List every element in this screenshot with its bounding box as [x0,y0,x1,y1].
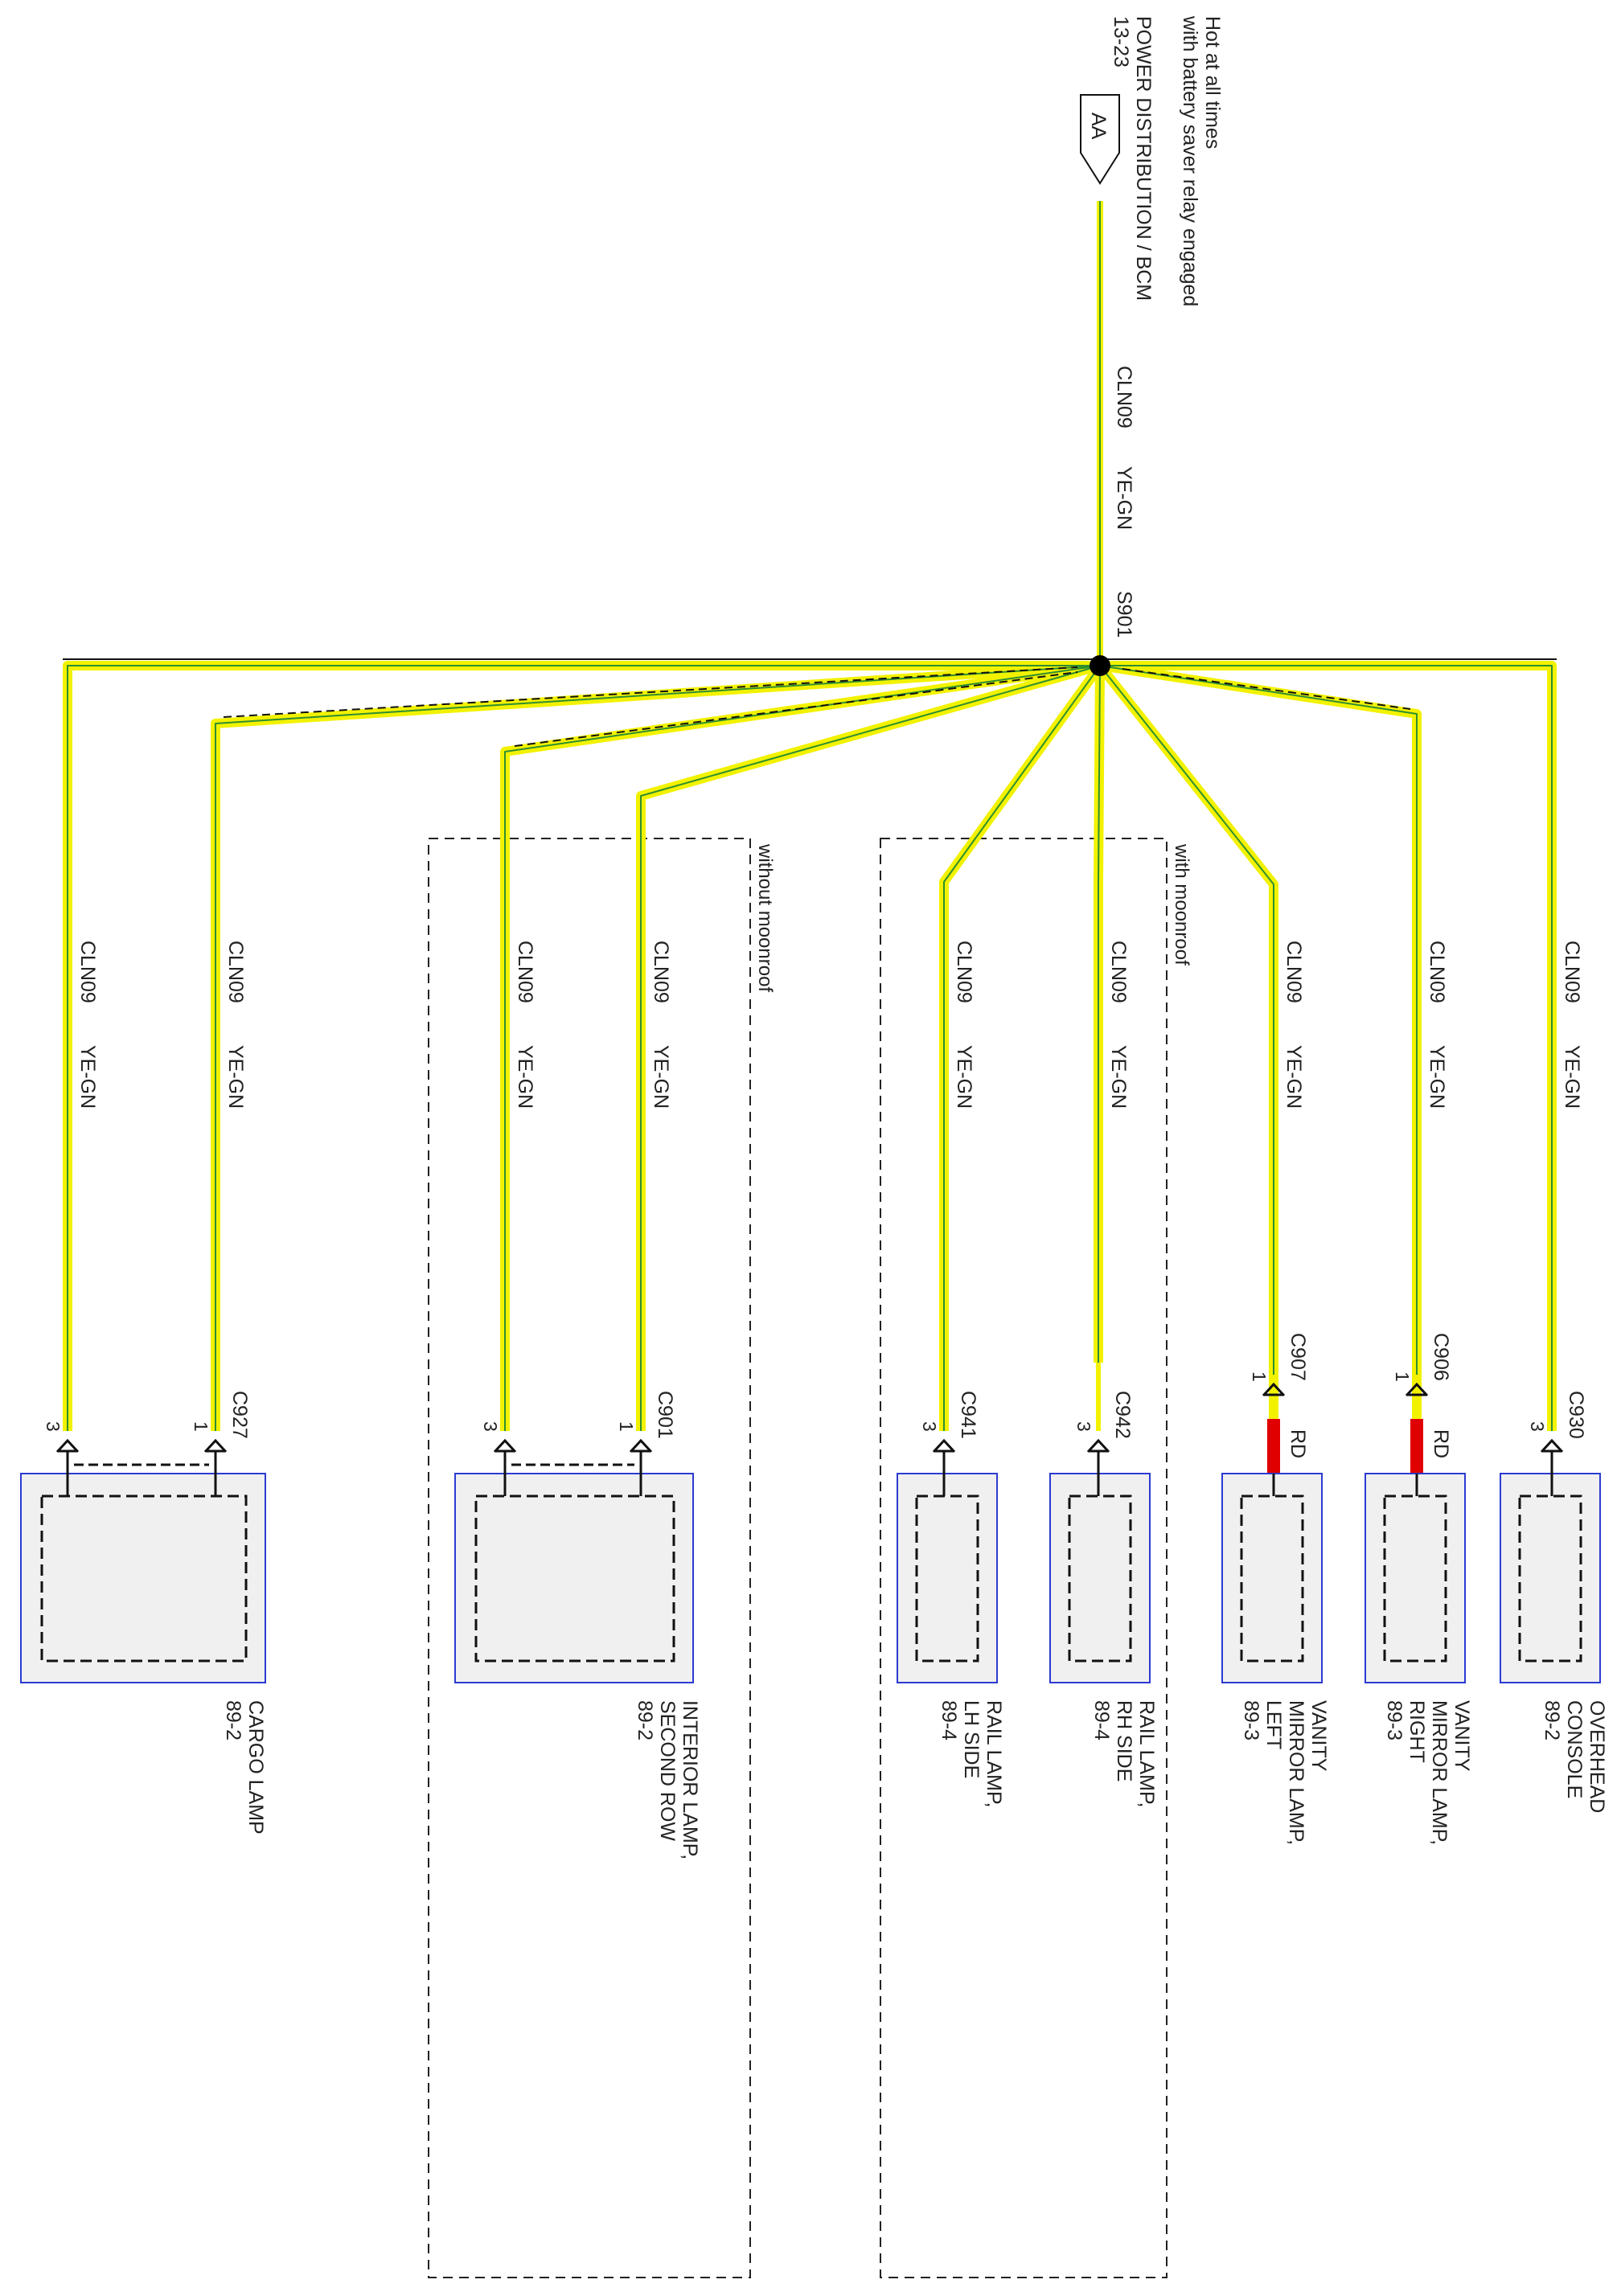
connector-c942-pin: 3 [1073,1421,1094,1432]
branch-vanity-right-circuit: CLN09 [1426,941,1448,1003]
component-rail-rh-name-1: RAIL LAMP, [1135,1700,1158,1807]
connector-c907-label: C907 [1287,1333,1309,1381]
connector-c901-pin-b: 1 [616,1421,637,1432]
zone-without-moonroof [428,838,751,2278]
branch-cargo-outer-circuit: CLN09 [76,941,99,1003]
component-rail-lh-page: 89-4 [938,1700,960,1740]
source-note-line1: Hot at all times [1201,16,1224,149]
connector-c907-wire-color: RD [1287,1429,1309,1458]
wire-red-c906 [1410,1419,1423,1474]
connector-c942-label: C942 [1111,1391,1134,1439]
c930-pin3-arrow-icon [1540,1439,1564,1453]
c942-pin3-arrow-icon [1086,1439,1110,1453]
component-rail-rh-page: 89-4 [1090,1700,1113,1740]
c941-pin3-arrow-icon [932,1439,956,1453]
wire-interior-inner [636,661,1102,1431]
component-rail-lh-name-2: LH SIDE [960,1700,983,1778]
component-vanity-lamp-left [1221,1473,1323,1683]
branch-vanity-left-color: YE-GN [1282,1045,1305,1109]
branch-rail-rh-circuit: CLN09 [1107,941,1130,1003]
component-overhead-name-1: OVERHEAD [1586,1700,1608,1813]
branch-rail-lh-circuit: CLN09 [953,941,975,1003]
connector-c927-label: C927 [228,1391,251,1439]
branch-interior-inner-circuit: CLN09 [650,941,672,1003]
component-vanity-left-name-3: LEFT [1262,1700,1285,1749]
component-vanity-lamp-right [1365,1473,1466,1683]
component-interior-lamp [454,1452,694,1683]
component-vanity-left-name-1: VANITY [1307,1700,1330,1772]
source-connector: AA [1080,94,1120,185]
branch-cargo-inner-circuit: CLN09 [224,941,247,1003]
wire-vanity-left [1096,662,1278,1375]
branch-cargo-inner-color: YE-GN [224,1045,247,1109]
c927-pin3-arrow-icon [55,1439,80,1453]
wire-vanity-right [1099,661,1422,1375]
branch-rail-rh-color: YE-GN [1107,1045,1130,1109]
zone-with-moonroof [880,838,1168,2278]
wire-overhead [1100,661,1557,1431]
c901-pin3-arrow-icon [493,1439,517,1453]
component-overhead-console [1500,1452,1601,1683]
component-interior-page: 89-2 [634,1700,656,1740]
splice-s901 [1090,655,1110,676]
connector-c927-pin-b: 1 [191,1421,211,1432]
component-rail-lamp-lh [897,1452,998,1683]
source-page: 13-23 [1110,16,1132,68]
component-overhead-name-2: CONSOLE [1563,1700,1586,1798]
component-cargo-name: CARGO LAMP [244,1700,267,1835]
branch-overhead-color: YE-GN [1561,1045,1583,1109]
c927-pin1-arrow-icon [203,1439,228,1453]
component-vanity-right-name-3: RIGHT [1406,1700,1428,1763]
wire-red-c907 [1267,1419,1280,1474]
branch-interior-outer-circuit: CLN09 [514,941,536,1003]
connector-c927-pin-a: 3 [43,1421,64,1432]
zone-with-moonroof-label: with moonroof [1171,843,1192,966]
branch-overhead-circuit: CLN09 [1561,941,1583,1003]
branch-interior-outer-color: YE-GN [514,1045,536,1109]
trunk-color: YE-GN [1113,466,1135,530]
connector-arrows [55,1383,1564,1453]
branch-vanity-right-color: YE-GN [1426,1045,1448,1109]
connector-c930-pin: 3 [1527,1421,1548,1432]
branch-rail-lh-color: YE-GN [953,1045,975,1109]
component-cargo-page: 89-2 [222,1700,244,1740]
connector-c941-label: C941 [957,1391,979,1439]
branch-interior-inner-color: YE-GN [650,1045,672,1109]
source-name: POWER DISTRIBUTION / BCM [1132,16,1155,301]
wire-interior-outer [500,661,1101,1431]
connector-c906-wire-color: RD [1430,1429,1452,1458]
splice-label: S901 [1113,591,1135,638]
component-rail-lh-name-1: RAIL LAMP, [983,1700,1005,1807]
component-vanity-right-name-1: VANITY [1451,1700,1473,1772]
branch-wires [63,658,1557,1431]
connector-c901-pin-a: 3 [480,1421,501,1432]
c901-pin1-arrow-icon [629,1439,653,1453]
connector-c901-label: C901 [654,1391,676,1439]
component-rail-lamp-rh [1049,1452,1151,1683]
source-note-line2: with battery saver relay engaged [1179,15,1201,306]
connector-c930-label: C930 [1565,1391,1587,1439]
connector-c941-pin: 3 [919,1421,940,1432]
zone-without-moonroof-label: without moonroof [754,843,776,992]
component-interior-name-1: INTERIOR LAMP, [679,1700,701,1859]
branch-cargo-outer-color: YE-GN [76,1045,99,1109]
branch-vanity-left-circuit: CLN09 [1282,941,1305,1003]
component-vanity-left-page: 89-3 [1240,1700,1262,1740]
trunk-circuit: CLN09 [1113,366,1135,428]
component-overhead-page: 89-2 [1541,1700,1563,1740]
component-cargo-lamp [20,1452,266,1683]
connector-c906-pin: 1 [1392,1371,1413,1382]
connector-c906-label: C906 [1430,1333,1452,1381]
component-rail-rh-name-2: RH SIDE [1113,1700,1135,1781]
source-connector-id: AA [1087,113,1110,140]
component-vanity-right-page: 89-3 [1383,1700,1406,1740]
connector-c907-pin: 1 [1249,1371,1270,1382]
component-vanity-right-name-2: MIRROR LAMP, [1428,1700,1451,1845]
component-interior-name-2: SECOND ROW [656,1700,679,1841]
component-vanity-left-name-2: MIRROR LAMP, [1285,1700,1307,1845]
